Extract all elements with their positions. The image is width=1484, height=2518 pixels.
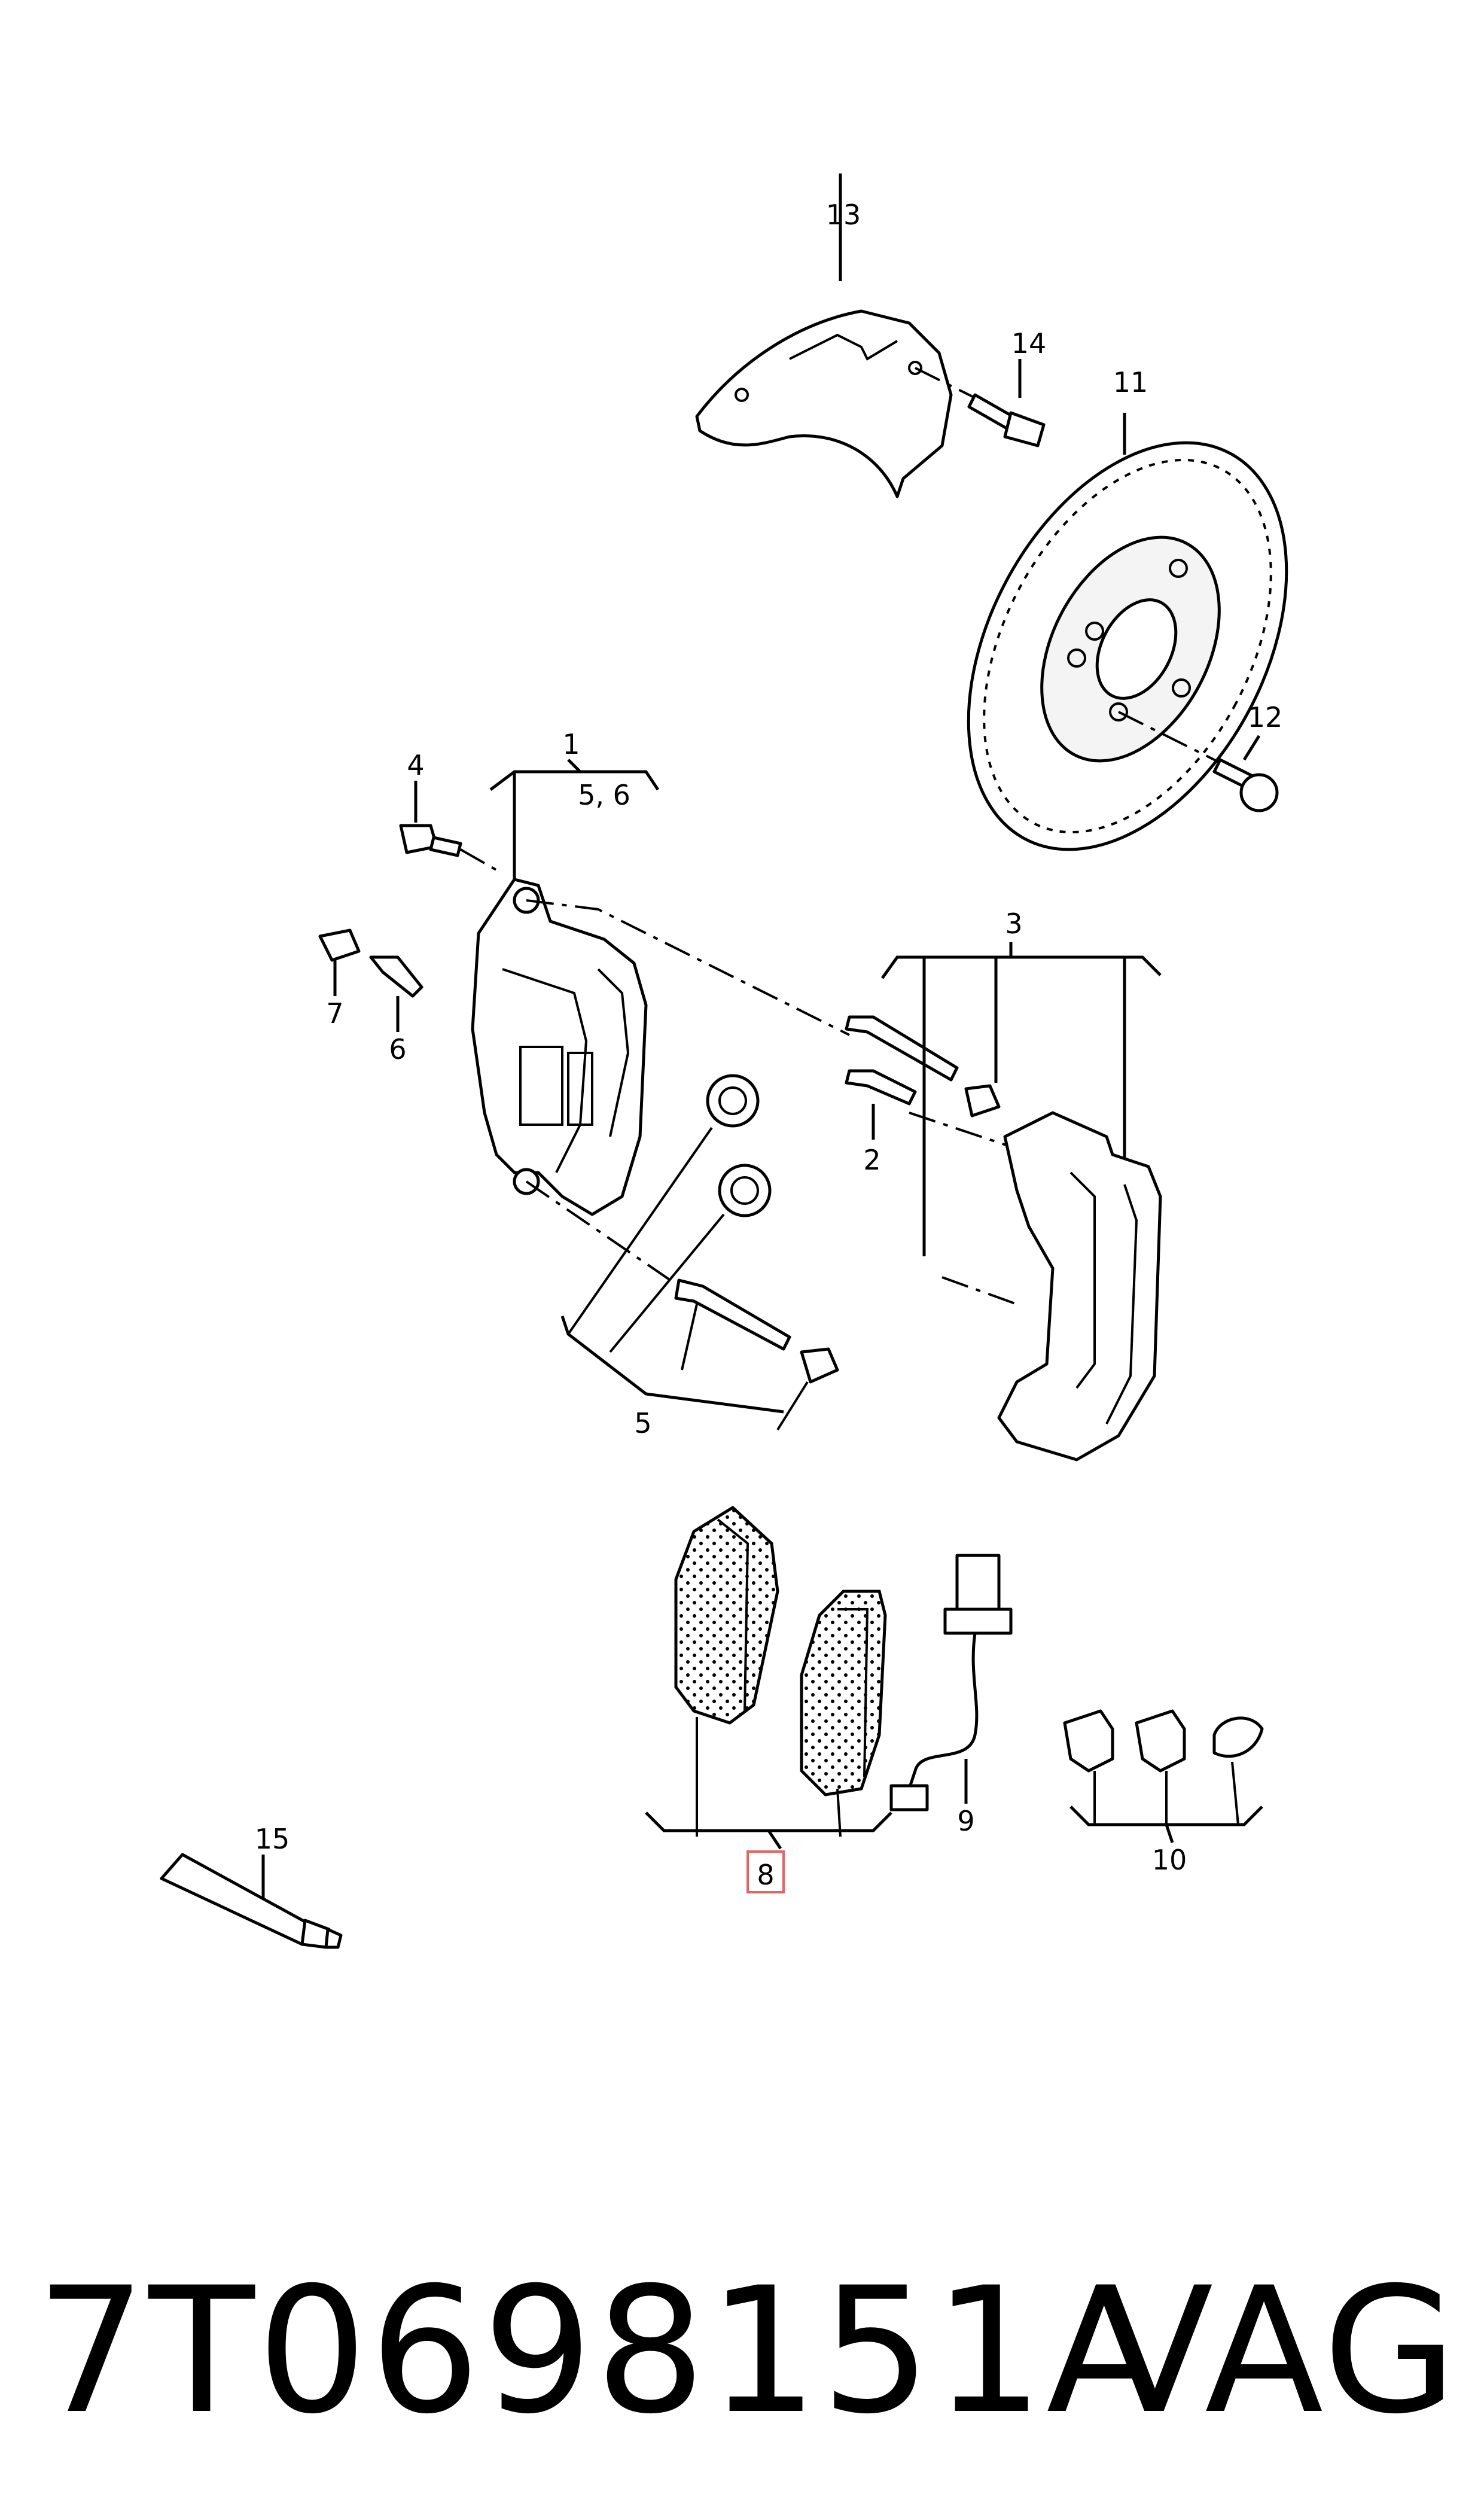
caliper-bracket-callout <box>489 759 660 879</box>
spring-clips <box>1063 1709 1264 1843</box>
callout-labels: 1 5, 6 2 3 4 5 6 7 8 9 10 11 12 13 14 15 <box>255 199 1283 1891</box>
splash-shield <box>695 173 953 498</box>
callout-10: 10 <box>1152 1844 1187 1876</box>
bleeder-valve <box>369 955 423 1032</box>
brake-disc <box>967 413 1288 851</box>
brand-name: VAG <box>1095 2251 1459 2452</box>
guide-sleeve-seals <box>560 1074 839 1431</box>
bleeder-cap <box>318 928 361 996</box>
callout-11: 11 <box>1113 366 1148 398</box>
callout-14: 14 <box>1011 327 1047 360</box>
callout-5: 5 <box>634 1407 651 1439</box>
callout-13: 13 <box>826 199 861 231</box>
shield-bolt <box>915 359 1046 447</box>
callout-15: 15 <box>255 1823 290 1855</box>
callout-3: 3 <box>1005 908 1022 940</box>
callout-8-highlight <box>746 1850 785 1893</box>
callout-12: 12 <box>1248 701 1283 733</box>
caliper-carrier <box>880 942 1162 1462</box>
disc-screw <box>1118 711 1279 812</box>
callout-2: 2 <box>863 1144 880 1176</box>
brake-caliper <box>471 878 850 1293</box>
callout-9: 9 <box>957 1805 974 1837</box>
callout-4: 4 <box>407 749 424 781</box>
grease-tube <box>160 1853 343 1949</box>
wear-sensor <box>889 1554 1013 1811</box>
callout-6: 6 <box>389 1033 406 1065</box>
caliper-bolt <box>399 781 503 875</box>
callout-8: 8 <box>757 1859 774 1891</box>
brake-pads <box>645 1505 892 1893</box>
guide-pin <box>845 1015 1017 1150</box>
callout-1: 1 <box>562 728 580 760</box>
callout-5-6: 5, 6 <box>578 779 630 811</box>
part-number: 7T0698151A <box>36 2251 1168 2452</box>
callout-7: 7 <box>326 997 343 1030</box>
